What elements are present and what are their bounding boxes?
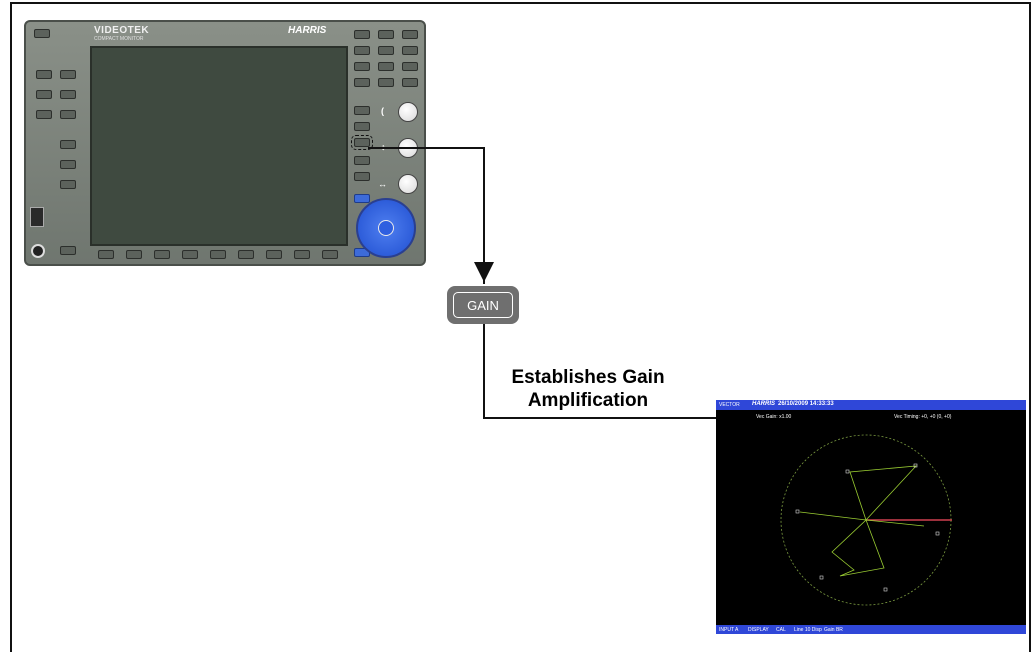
function-button[interactable] [354,172,370,181]
preset-button[interactable] [378,46,394,55]
softkey-button[interactable] [322,250,338,259]
compact-monitor-device: VIDEOTEK COMPACT MONITOR HARRIS ( ↕ ↔ [24,20,426,266]
softkey-button[interactable] [294,250,310,259]
function-button[interactable] [354,156,370,165]
control-knob-3[interactable] [398,174,418,194]
left-button[interactable] [36,90,52,99]
scope-bottom-label: CAL [776,627,786,633]
caption-line-1: Establishes Gain [511,367,665,388]
device-display [90,46,348,246]
target-box [883,587,888,592]
scope-logo: HARRIS [752,401,776,407]
scope-bottom-label: Gain BR [824,627,843,633]
scope-bottom-label: Line 10 Disp [794,627,822,633]
preset-button[interactable] [378,62,394,71]
target-box [845,469,850,474]
preset-button[interactable] [354,46,370,55]
scope-datetime: 26/10/2009 14:33:33 [778,401,834,407]
target-box [935,531,940,536]
gain-key-label: GAIN [453,292,513,318]
left-button[interactable] [60,110,76,119]
scope-bottom-label: INPUT A [719,627,739,633]
preset-button[interactable] [378,30,394,39]
dpad-center-button[interactable] [378,220,394,236]
headphone-button[interactable] [60,246,76,255]
power-button[interactable] [34,29,50,38]
preset-button[interactable] [354,62,370,71]
diagram-frame [10,2,1031,652]
gain-button[interactable] [351,135,373,150]
softkey-button[interactable] [238,250,254,259]
scope-bottom-bar: INPUT A DISPLAY CAL Line 10 Disp Gain BR [716,625,1026,634]
preset-button[interactable] [354,78,370,87]
gain-to-scope-line [483,324,742,419]
headphone-jack-icon [31,244,45,258]
horizontal-arrow-icon: ↔ [378,179,387,189]
softkey-button[interactable] [182,250,198,259]
scope-timing-readout: Vec Timing: +0, +0 (0, +0) [894,414,952,420]
left-button[interactable] [60,160,76,169]
left-button[interactable] [60,70,76,79]
preset-button[interactable] [402,78,418,87]
device-logo: HARRIS [288,25,327,36]
function-button[interactable] [354,122,370,131]
preset-button[interactable] [402,46,418,55]
target-box [819,575,824,580]
vectorscope-screenshot: VECTOR HARRIS 26/10/2009 14:33:33 Vec Ga… [716,400,1026,634]
preset-button[interactable] [354,30,370,39]
gain-button-arrow [368,147,489,280]
target-box [795,509,800,514]
softkey-button[interactable] [266,250,282,259]
function-button[interactable] [354,106,370,115]
left-button[interactable] [60,140,76,149]
left-button[interactable] [36,70,52,79]
left-button[interactable] [36,110,52,119]
left-button[interactable] [60,90,76,99]
function-button[interactable] [354,194,370,203]
caption: Establishes Gain Amplification [488,366,688,412]
preset-button[interactable] [402,62,418,71]
device-brand: VIDEOTEK [94,25,150,36]
softkey-button[interactable] [154,250,170,259]
left-button[interactable] [60,180,76,189]
navigation-dpad[interactable] [356,198,416,258]
scope-title-bar: VECTOR HARRIS 26/10/2009 14:33:33 [716,400,1026,410]
usb-port-icon [30,207,44,227]
scope-bottom-label: DISPLAY [748,627,769,633]
arrowhead-icon [474,262,494,282]
preset-button[interactable] [378,78,394,87]
target-box [913,463,918,468]
softkey-button[interactable] [126,250,142,259]
scope-gain-readout: Vec Gain: x1.00 [756,414,792,420]
preset-button[interactable] [402,30,418,39]
vector-trace [799,465,925,577]
control-knob-1[interactable] [398,102,418,122]
softkey-button[interactable] [210,250,226,259]
vertical-knob-icon: ( [381,106,384,116]
device-subtitle: COMPACT MONITOR [94,36,144,42]
gain-key: GAIN [447,286,519,324]
caption-line-2: Amplification [527,390,649,411]
vector-display [780,434,952,606]
scope-mode-label: VECTOR [719,402,740,408]
softkey-button[interactable] [98,250,114,259]
